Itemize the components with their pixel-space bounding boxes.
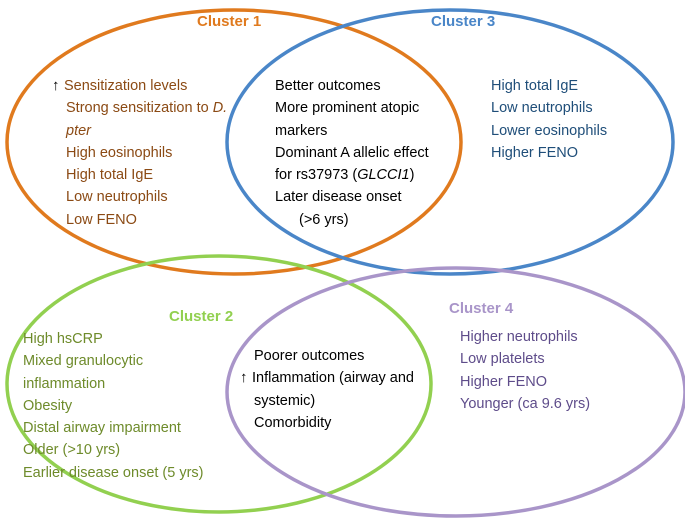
cluster2-line: Distal airway impairment — [23, 417, 204, 439]
line-text: Lower eosinophils — [491, 122, 608, 139]
cluster1-line: Strong sensitization to D. — [52, 97, 227, 119]
overlap-1-3-line: Better outcomes — [275, 75, 429, 97]
cluster2-line: Earlier disease onset (5 yrs) — [23, 462, 204, 484]
cluster4-ellipse — [225, 266, 685, 518]
line-text: Low neutrophils — [491, 100, 593, 117]
overlap-1-3-line: for rs37973 (GLCCI1) — [275, 164, 429, 186]
line-text: inflammation — [23, 375, 106, 392]
line-text-after: ) — [409, 167, 415, 184]
cluster1-title: Cluster 1 — [197, 13, 262, 30]
cluster4-title: Cluster 4 — [449, 300, 514, 317]
line-text: Older (>10 yrs) — [23, 442, 121, 459]
line-italic-text: GLCCI1 — [357, 167, 410, 184]
line-text: Strong sensitization to — [66, 100, 213, 117]
line-text: Low platelets — [460, 351, 545, 368]
line-text: Younger (ca 9.6 yrs) — [460, 395, 591, 412]
overlap-2-4-line: Poorer outcomes — [240, 345, 414, 367]
cluster2-title: Cluster 2 — [169, 308, 234, 325]
cluster1-line: Low neutrophils — [52, 186, 227, 208]
line-italic-text: D. — [212, 100, 228, 117]
line-text: Distal airway impairment — [23, 420, 181, 437]
cluster4-line: Low platelets — [460, 348, 590, 370]
cluster4-line: Higher neutrophils — [460, 326, 590, 348]
cluster3-ellipse — [225, 8, 675, 276]
line-text: systemic) — [254, 392, 316, 409]
line-text: markers — [275, 122, 328, 139]
cluster2-ellipse — [5, 254, 433, 514]
line-text: High hsCRP — [23, 331, 103, 347]
line-text: Better outcomes — [275, 78, 381, 94]
cluster2-line: Older (>10 yrs) — [23, 439, 204, 461]
line-text: Sensitization levels — [64, 78, 188, 94]
overlap-2-4-line: ↑Inflammation (airway and — [240, 367, 414, 389]
cluster1-line: ↑Sensitization levels — [52, 75, 227, 97]
cluster4-line: Younger (ca 9.6 yrs) — [460, 393, 590, 415]
cluster2-line: Mixed granulocytic — [23, 350, 204, 372]
line-text: Dominant A allelic effect — [275, 144, 429, 161]
line-text: More prominent atopic — [275, 100, 420, 117]
overlap-2-4-line: systemic) — [240, 390, 414, 412]
cluster3-line: Low neutrophils — [491, 97, 607, 119]
up-arrow-icon: ↑ — [240, 369, 248, 387]
cluster1-ellipse — [5, 8, 463, 276]
cluster1-line: pter — [52, 120, 227, 142]
overlap-1-3-line: markers — [275, 120, 429, 142]
line-text: Low FENO — [66, 211, 137, 228]
line-text: Mixed granulocytic — [23, 353, 144, 370]
line-text: Higher neutrophils — [460, 329, 578, 345]
line-text: High eosinophils — [66, 144, 173, 161]
cluster2-list: High hsCRP Mixed granulocytic inflammation… — [23, 328, 204, 484]
line-text: Later disease onset — [275, 189, 402, 206]
line-text: Comorbidity — [254, 414, 332, 431]
cluster1-line: High eosinophils — [52, 142, 227, 164]
line-italic-text: pter — [66, 122, 91, 139]
cluster3-line: Higher FENO — [491, 142, 607, 164]
up-arrow-icon: ↑ — [52, 77, 60, 94]
line-text: Obesity — [23, 397, 73, 414]
line-text: for rs37973 ( — [275, 167, 358, 184]
line-text: Inflammation (airway and — [252, 370, 414, 387]
line-text: (>6 yrs) — [299, 211, 349, 228]
cluster1-line: High total IgE — [52, 164, 227, 186]
overlap-1-3-line: (>6 yrs) — [275, 209, 429, 231]
overlap-1-3-line: Dominant A allelic effect — [275, 142, 429, 164]
cluster2-line: Obesity — [23, 395, 204, 417]
overlap-1-3-line: More prominent atopic — [275, 97, 429, 119]
line-text: Poorer outcomes — [254, 348, 365, 364]
line-text: Higher FENO — [491, 144, 579, 161]
cluster4-line: Higher FENO — [460, 371, 590, 393]
overlap-1-3-line: Later disease onset — [275, 186, 429, 208]
line-text: High total IgE — [66, 167, 154, 184]
line-text: Low neutrophils — [66, 189, 168, 206]
cluster3-line: Lower eosinophils — [491, 120, 607, 142]
cluster2-line: inflammation — [23, 373, 204, 395]
cluster1-line: Low FENO — [52, 209, 227, 231]
line-text: Earlier disease onset (5 yrs) — [23, 464, 204, 481]
line-text: Higher FENO — [460, 373, 548, 390]
cluster3-title: Cluster 3 — [431, 13, 496, 30]
overlap-2-4-line: Comorbidity — [240, 412, 414, 434]
cluster3-line: High total IgE — [491, 75, 607, 97]
cluster2-line: High hsCRP — [23, 328, 204, 350]
line-text: High total IgE — [491, 78, 579, 94]
overlap-2-4-list: Poorer outcomes ↑Inflammation (airway and… — [240, 345, 414, 434]
